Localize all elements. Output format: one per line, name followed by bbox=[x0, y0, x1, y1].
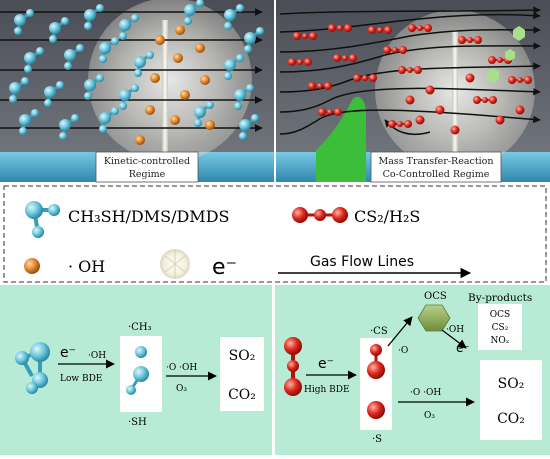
bl-products-box bbox=[220, 337, 264, 411]
legend-oh-icon bbox=[24, 258, 40, 274]
co-label-line2: Co-Controlled Regime bbox=[383, 169, 490, 180]
bl-o3: O₃ bbox=[176, 384, 187, 394]
br-o-oh: ·O ·OH bbox=[410, 388, 441, 398]
br-ocs-hexagon bbox=[417, 304, 451, 332]
bl-so2: SO₂ bbox=[229, 348, 256, 364]
bl-reactant-molecule bbox=[15, 342, 50, 394]
br-o3: O₃ bbox=[424, 411, 435, 421]
legend-molecule-icon bbox=[25, 201, 60, 238]
br-byproduct-3: NOₓ bbox=[490, 336, 509, 346]
br-s: ·S bbox=[372, 434, 382, 445]
red-radicals bbox=[405, 73, 525, 135]
br-cs: ·CS bbox=[370, 326, 388, 337]
co-label-line1: Mass Transfer-Reaction bbox=[378, 156, 493, 167]
br-byproduct-2: CS₂ bbox=[492, 323, 509, 333]
legend-cs2-icon bbox=[292, 207, 348, 223]
br-co2: CO₂ bbox=[497, 411, 525, 427]
gas-flow-lines-right bbox=[279, 6, 541, 136]
br-ocs: OCS bbox=[424, 291, 447, 302]
br-reactant-molecule bbox=[284, 337, 302, 396]
regime-label-box bbox=[95, 151, 199, 183]
bl-co2: CO₂ bbox=[228, 387, 256, 403]
kinetic-label-line2: Regime bbox=[129, 169, 166, 180]
byproduct-hexagons bbox=[487, 26, 525, 83]
br-byproducts-box bbox=[478, 304, 522, 350]
bl-ch3: ·CH₃ bbox=[128, 322, 152, 333]
br-oh-small: ·OH bbox=[446, 325, 464, 335]
br-products-box bbox=[480, 360, 542, 440]
kinetic-regime-panel: Kinetic-controlled Regime bbox=[0, 0, 274, 183]
legend-oh-label: · OH bbox=[68, 257, 105, 276]
br-o-small: ·O bbox=[398, 346, 408, 356]
kinetic-label-line1: Kinetic-controlled bbox=[104, 156, 190, 167]
legend-cs2-label: CS₂/H₂S bbox=[354, 207, 420, 226]
bl-sh: ·SH bbox=[128, 417, 147, 428]
methanethiol-pathway-panel: e⁻ ·OH Low BDE ·CH₃ ·SH ·O ·OH O₃ SO₂ CO… bbox=[0, 285, 272, 455]
gas-flow-lines bbox=[0, 8, 263, 132]
bl-bde: Low BDE bbox=[60, 374, 102, 384]
br-byproduct-1: OCS bbox=[490, 310, 510, 320]
br-bde: High BDE bbox=[304, 385, 350, 395]
bl-o-oh: ·O ·OH bbox=[166, 363, 197, 373]
legend-molecule-label: CH₃SH/DMS/DMDS bbox=[68, 207, 229, 226]
co-controlled-regime-panel: Mass Transfer-Reaction Co-Controlled Reg… bbox=[276, 0, 550, 183]
cs2-pathway-panel: e⁻ High BDE ·CS ·S ·O OCS ·OH e⁻ By-prod… bbox=[275, 285, 550, 455]
br-so2: SO₂ bbox=[498, 376, 525, 392]
br-electron: e⁻ bbox=[318, 356, 334, 372]
co-regime-label-box bbox=[370, 151, 502, 183]
br-e-small: e⁻ bbox=[456, 341, 470, 355]
obstacle-shape bbox=[316, 96, 366, 182]
br-byproducts-title: By-products bbox=[468, 292, 532, 304]
legend-electron-label: e⁻ bbox=[212, 255, 237, 280]
legend-panel: CH₃SH/DMS/DMDS CS₂/H₂S · OH e⁻ Gas Flow … bbox=[3, 185, 547, 283]
legend-flow-label: Gas Flow Lines bbox=[310, 254, 414, 270]
hydroxyl-radicals bbox=[135, 25, 215, 145]
bl-electron: e⁻ bbox=[60, 345, 76, 361]
bl-oh: ·OH bbox=[88, 351, 106, 361]
